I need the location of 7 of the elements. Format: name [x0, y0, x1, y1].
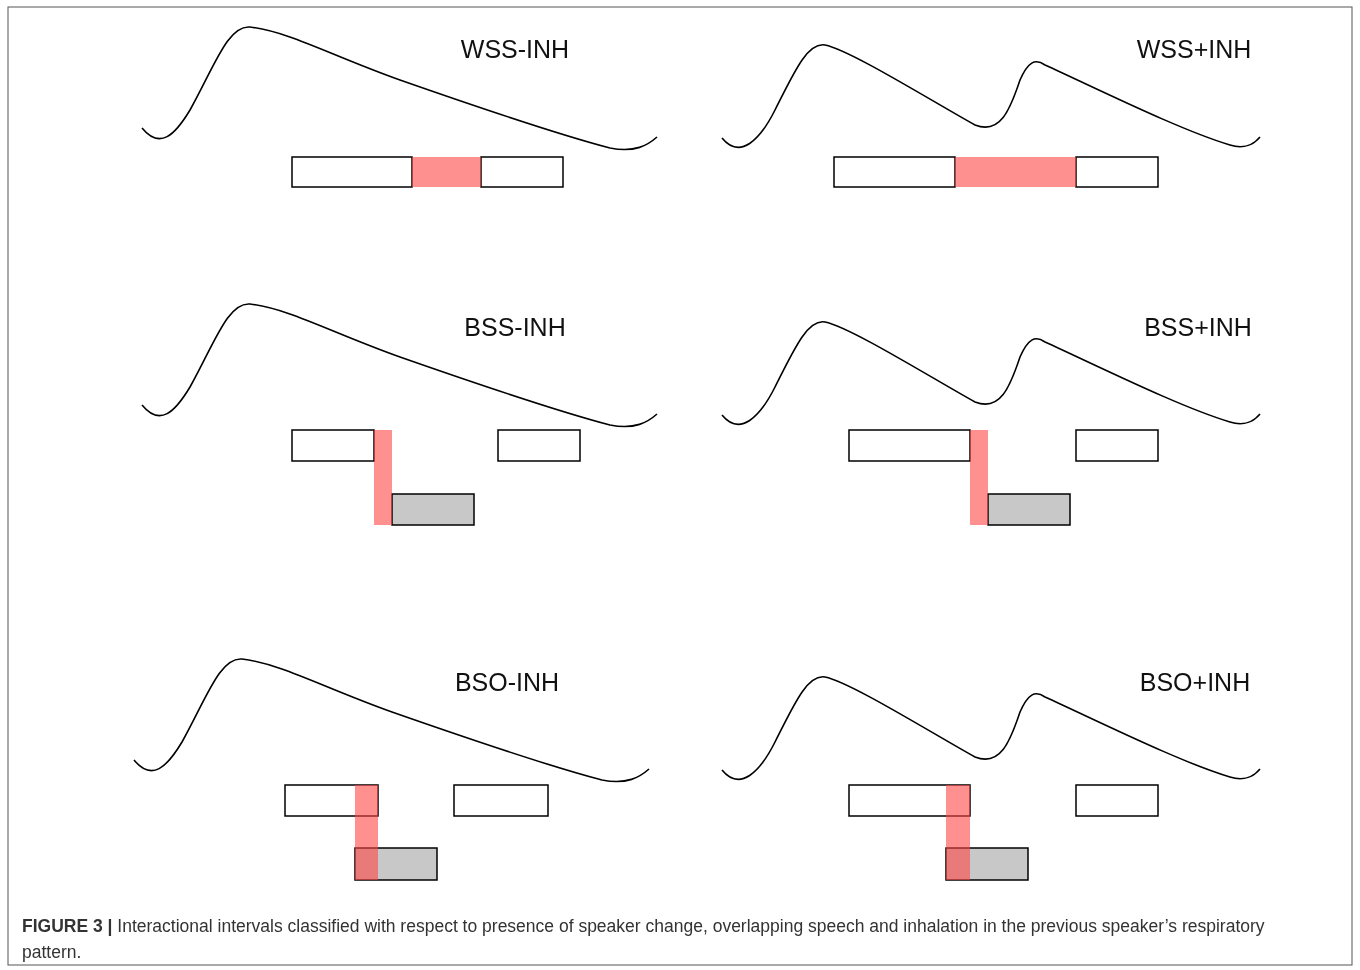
panel-label: BSS-INH: [464, 313, 566, 341]
panel-label: WSS+INH: [1136, 35, 1252, 63]
panel-label: BSO+INH: [1139, 668, 1251, 696]
panel-label: BSS+INH: [1144, 313, 1252, 341]
panel-label: WSS-INH: [460, 35, 570, 63]
panel-label: BSO-INH: [454, 668, 560, 696]
figure-caption: FIGURE 3 | Interactional intervals classified with respect to presence of speaker change, overlapping speech and inhalation in the previous speaker’s respiratory pattern.: [22, 915, 1266, 964]
